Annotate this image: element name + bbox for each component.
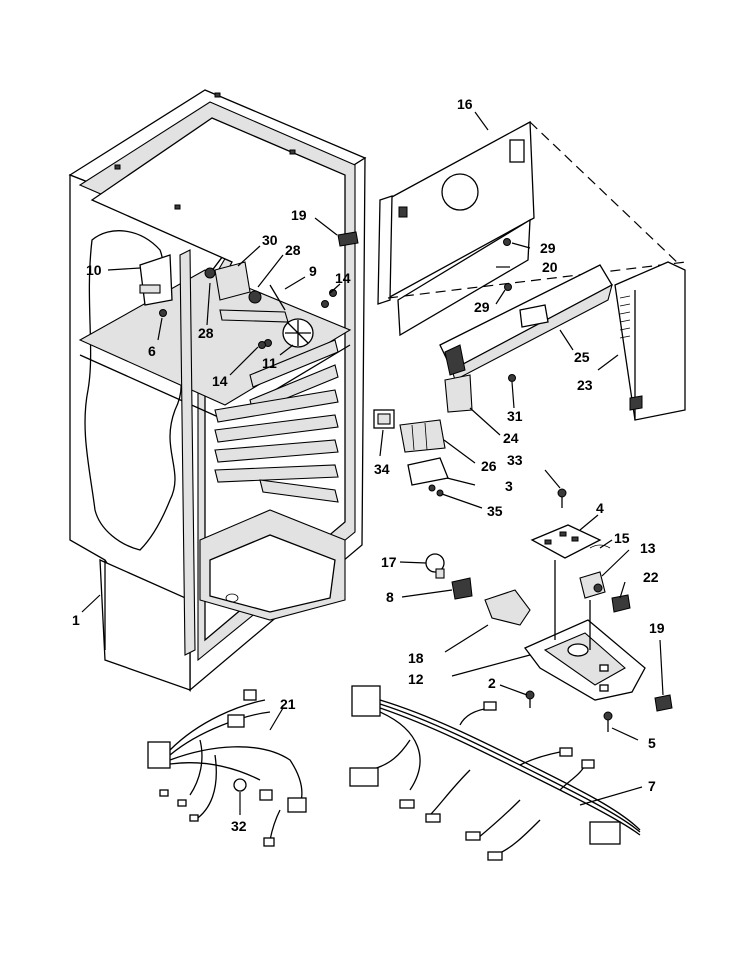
callout-15: 15 [614, 530, 630, 546]
callout-4: 4 [596, 500, 604, 516]
screw-icon-29 [503, 238, 512, 291]
air-duct-icon [439, 264, 613, 381]
light-bulb-icon [425, 553, 445, 579]
callout-13: 13 [640, 540, 656, 556]
callout-1: 1 [72, 612, 80, 628]
callout-16: 16 [457, 96, 473, 112]
callout-2: 2 [488, 675, 496, 691]
screw-icon-5 [603, 711, 613, 732]
gasket-icon-34 [373, 409, 395, 429]
callout-34: 34 [374, 461, 390, 477]
callout-8: 8 [386, 589, 394, 605]
callout-12: 12 [408, 671, 424, 687]
callout-3: 3 [505, 478, 513, 494]
callout-7: 7 [648, 778, 656, 794]
callout-26: 26 [481, 458, 497, 474]
callout-9: 9 [309, 263, 317, 279]
screw-icon-33 [557, 488, 567, 508]
callout-6: 6 [148, 343, 156, 359]
rollers-icon-19 [337, 231, 359, 247]
callout-24: 24 [503, 430, 519, 446]
relay-icon-24 [444, 374, 473, 413]
callout-17: 17 [381, 554, 397, 570]
callout-33: 33 [507, 452, 523, 468]
bracket-icon-26 [399, 419, 446, 453]
shelf-rails [214, 339, 339, 503]
callout-22: 22 [643, 569, 659, 585]
callout-31: 31 [507, 408, 523, 424]
screw-icon-2 [525, 690, 535, 708]
callout-28b: 28 [198, 325, 214, 341]
callout-29b: 29 [474, 299, 490, 315]
callout-14b: 14 [212, 373, 228, 389]
callout-18: 18 [408, 650, 424, 666]
damper-bracket-icon [139, 254, 173, 306]
callout-35: 35 [487, 503, 503, 519]
switch-icon-22 [611, 594, 631, 613]
evaporator-fan-icon [219, 284, 314, 348]
light-housing-icon [523, 619, 646, 701]
light-shield-icon [484, 589, 531, 626]
cover-icon-3 [407, 457, 449, 497]
callout-32: 32 [231, 818, 247, 834]
control-board-icon-4 [530, 524, 602, 559]
thermostat-icon [579, 544, 611, 599]
callout-25: 25 [574, 349, 590, 365]
wire-harness-icon [349, 685, 641, 861]
callout-5: 5 [648, 735, 656, 751]
screw-icon-31 [508, 374, 516, 382]
leader-lines [81, 111, 664, 815]
sub-harness-icon [147, 689, 307, 847]
callout-21: 21 [280, 696, 296, 712]
callout-30: 30 [262, 232, 278, 248]
callout-19a: 19 [291, 207, 307, 223]
callout-10: 10 [86, 262, 102, 278]
callout-11: 11 [262, 355, 277, 371]
roller-icon-19b [654, 694, 673, 712]
callout-20: 20 [542, 259, 558, 275]
cabinet-liner-icon [68, 89, 367, 693]
callout-29a: 29 [540, 240, 556, 256]
rear-panel-icon [377, 120, 687, 337]
damper-control-icon [204, 261, 262, 304]
screw-icon [159, 300, 329, 347]
light-socket-icon [451, 577, 473, 600]
callout-19b: 19 [649, 620, 665, 636]
callout-labels: 1 10 6 30 28 9 14 28 11 14 19 16 29 20 2… [72, 96, 665, 834]
callout-14a: 14 [335, 270, 351, 286]
control-housing-icon [614, 261, 686, 421]
callout-28a: 28 [285, 242, 301, 258]
callout-23: 23 [577, 377, 593, 393]
